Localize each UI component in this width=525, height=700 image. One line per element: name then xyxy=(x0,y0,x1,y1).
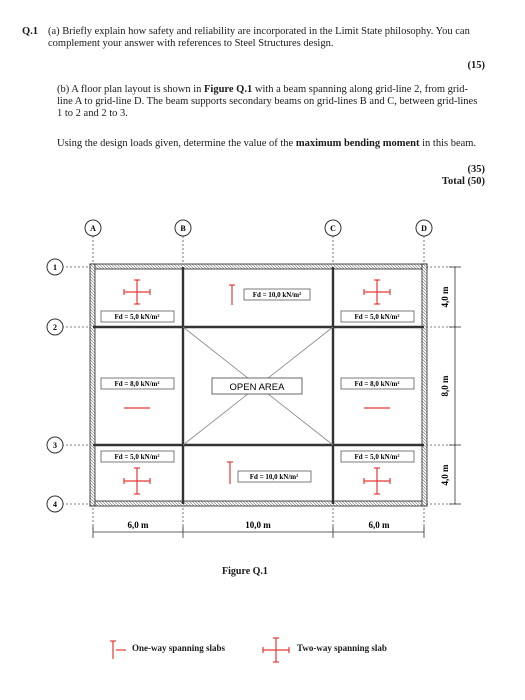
figure-reference: Figure Q.1 xyxy=(204,84,253,95)
grid-label-d: D xyxy=(421,224,427,233)
part-a-marks: (15) xyxy=(467,60,486,71)
dimension-h-3: 6,0 m xyxy=(369,520,391,530)
load-top-middle: Fd = 10,0 kN/m² xyxy=(253,291,301,299)
edge-beams xyxy=(89,263,428,507)
vertical-dimension-line xyxy=(449,266,461,505)
grid-label-2: 2 xyxy=(53,323,57,332)
part-b-marks: (35) xyxy=(467,164,486,175)
grid-bubble-c xyxy=(324,219,342,237)
grid-row-labels: 1 2 3 4 xyxy=(46,258,64,513)
two-way-span-arrows xyxy=(123,279,391,495)
task-text-1: Using the design loads given, determine … xyxy=(57,138,294,149)
dimension-h-1: 6,0 m xyxy=(128,520,150,530)
grid-label-3: 3 xyxy=(53,441,57,450)
dimension-h-2: 10,0 m xyxy=(245,520,271,530)
question-task: Using the design loads given, determine … xyxy=(57,138,482,150)
legend-two-way-label: Two-way spanning slab xyxy=(297,643,387,653)
legend-two-way-icon xyxy=(262,637,290,663)
grid-label-c: C xyxy=(330,224,336,233)
part-b-text-2: with a beam spanning along grid-line 2, … xyxy=(57,84,478,119)
task-text-2: in this beam. xyxy=(422,138,477,149)
load-bot-middle: Fd = 10,0 kN/m² xyxy=(250,473,298,481)
grid-bubble-3 xyxy=(46,436,64,454)
open-area-label: OPEN AREA xyxy=(230,382,286,393)
open-area-box xyxy=(211,377,303,395)
question-part-a: (a) Briefly explain how safety and relia… xyxy=(48,26,470,49)
grid-bubble-b xyxy=(174,219,192,237)
dimension-v-1: 4,0 m xyxy=(440,286,450,308)
grid-bubble-a xyxy=(84,219,102,237)
grid-bubble-d xyxy=(415,219,433,237)
dimension-v-2: 8,0 m xyxy=(440,375,450,397)
grid-label-b: B xyxy=(180,224,186,233)
grid-bubble-2 xyxy=(46,318,64,336)
grid-bubble-4 xyxy=(46,495,64,513)
grid-label-4: 4 xyxy=(53,500,57,509)
grid-label-1: 1 xyxy=(53,263,57,272)
dimension-v-3: 4,0 m xyxy=(440,464,450,486)
internal-beams xyxy=(93,267,424,504)
grid-column-labels: A B C D xyxy=(84,219,433,237)
question-part-b: (b) A floor plan layout is shown in Figu… xyxy=(57,84,482,120)
load-top-left: Fd = 5,0 kN/m² xyxy=(115,313,160,321)
load-bot-left: Fd = 5,0 kN/m² xyxy=(115,453,160,461)
figure-caption: Figure Q.1 xyxy=(222,566,268,577)
task-bold: maximum bending moment xyxy=(295,138,420,149)
legend-one-way-label: One-way spanning slabs xyxy=(132,643,226,653)
question-number: Q.1 xyxy=(22,26,39,37)
load-labels: Fd = 5,0 kN/m² Fd = 10,0 kN/m² Fd = 5,0 … xyxy=(100,288,415,483)
one-way-span-arrows xyxy=(124,284,390,484)
part-b-text-1: (b) A floor plan layout is shown in xyxy=(57,84,202,95)
legend-one-way-icon xyxy=(110,640,126,659)
load-bot-right: Fd = 5,0 kN/m² xyxy=(355,453,400,461)
total-marks: Total (50) xyxy=(441,176,485,187)
load-mid-right: Fd = 8,0 kN/m² xyxy=(355,380,400,388)
load-mid-left: Fd = 8,0 kN/m² xyxy=(115,380,160,388)
load-top-right: Fd = 5,0 kN/m² xyxy=(355,313,400,321)
horizontal-dimension-line xyxy=(92,526,425,538)
grid-bubble-1 xyxy=(46,258,64,276)
grid-label-a: A xyxy=(90,224,96,233)
